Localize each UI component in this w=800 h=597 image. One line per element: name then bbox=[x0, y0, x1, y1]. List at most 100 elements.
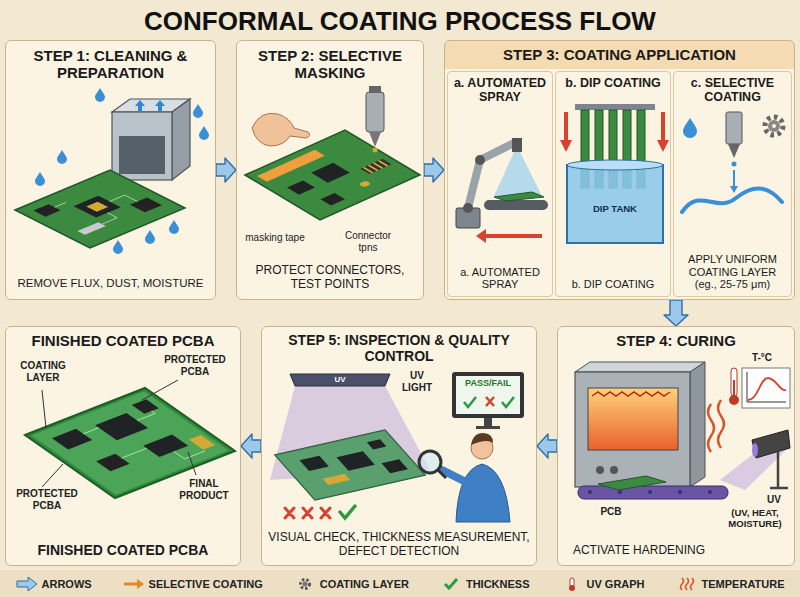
curing-oven bbox=[588, 388, 678, 450]
label-anchor: PROTECTED PCBA bbox=[10, 488, 84, 511]
curing-oven bbox=[592, 392, 670, 396]
inspection-illustration bbox=[290, 374, 390, 386]
cleaning-illustration bbox=[86, 202, 108, 212]
curing-oven bbox=[610, 466, 618, 474]
masking-illustration bbox=[369, 132, 381, 147]
process-step: STEP 5: INSPECTION & QUALITY CONTROLVISU… bbox=[261, 326, 537, 566]
panel-fill bbox=[0, 570, 800, 597]
step-caption: PROTECT CONNECTORS, TEST POINTS bbox=[243, 264, 417, 292]
dip-illustration bbox=[566, 112, 663, 142]
spray-illustration bbox=[456, 138, 548, 243]
curing-oven bbox=[588, 490, 712, 494]
legend-sample bbox=[302, 581, 307, 586]
finished-board bbox=[96, 454, 130, 472]
part-label: UV LIGHT bbox=[394, 370, 440, 393]
inspection-illustration bbox=[275, 430, 425, 500]
label-anchor: PCB bbox=[594, 506, 628, 518]
curing-oven bbox=[575, 362, 705, 372]
legend-sample bbox=[124, 582, 138, 585]
inspection-illustration bbox=[438, 470, 446, 478]
masking-illustration bbox=[373, 148, 378, 153]
cleaning-illustration bbox=[35, 88, 209, 254]
legend-sample bbox=[445, 579, 457, 588]
legend-sample bbox=[561, 577, 583, 591]
inspection-illustration bbox=[270, 372, 524, 522]
legend-sample bbox=[300, 579, 309, 588]
curing-oven bbox=[729, 395, 739, 405]
step-caption: ACTIVATE HARDENING bbox=[564, 544, 714, 558]
legend-text: TEMPERATURE bbox=[702, 578, 785, 590]
inspection-illustration bbox=[452, 372, 524, 418]
cleaning-illustration bbox=[112, 112, 172, 180]
curing-oven bbox=[770, 452, 788, 488]
selective-illustration bbox=[682, 112, 783, 212]
inspection-illustration bbox=[275, 430, 425, 500]
inspection-illustration bbox=[275, 430, 425, 500]
panel-fill bbox=[0, 40, 800, 597]
part-label: (UV, HEAT, MOISTURE) bbox=[718, 508, 792, 530]
selective-illustration bbox=[728, 144, 740, 158]
flow-arrow bbox=[664, 300, 688, 326]
label-anchor: masking tape bbox=[243, 232, 307, 244]
masking-illustration bbox=[358, 180, 372, 187]
masking-illustration bbox=[311, 163, 350, 183]
inspection-illustration bbox=[382, 459, 408, 473]
inspection-illustration bbox=[419, 451, 441, 473]
selective-illustration bbox=[682, 188, 782, 212]
part-label: FINAL PRODUCT bbox=[170, 478, 238, 501]
step-heading: c. SELECTIVE COATING bbox=[677, 76, 788, 105]
masking-illustration bbox=[257, 150, 325, 182]
masking-illustration bbox=[364, 161, 388, 173]
curing-oven bbox=[596, 466, 604, 474]
part-label: PROTECTED PCBA bbox=[10, 488, 84, 511]
curing-oven bbox=[708, 490, 712, 494]
process-step: STEP 2: SELECTIVE MASKING PROTECT CONNECT… bbox=[236, 40, 424, 300]
cleaning-illustration bbox=[199, 126, 209, 140]
inspection-illustration bbox=[476, 426, 500, 429]
panel-fill bbox=[444, 40, 795, 300]
label-anchor: FINAL PRODUCT bbox=[170, 478, 238, 501]
legend-text: THICKNESS bbox=[466, 578, 530, 590]
cleaning-illustration bbox=[119, 136, 165, 174]
spray-illustration bbox=[494, 152, 542, 196]
masking-illustration bbox=[361, 159, 392, 174]
inspection-illustration bbox=[464, 397, 476, 407]
part-label: UV bbox=[328, 375, 352, 384]
curing-oven bbox=[690, 362, 705, 487]
curing-oven bbox=[575, 362, 790, 499]
masking-illustration bbox=[321, 193, 346, 206]
legend-sample bbox=[123, 577, 145, 591]
part-label: Connector tpns bbox=[338, 230, 398, 253]
part-label: PROTECTED PCBA bbox=[158, 354, 232, 377]
spray-illustration bbox=[484, 234, 542, 238]
inspection-illustration bbox=[484, 418, 492, 426]
step-heading: a. AUTOMATED SPRAY bbox=[451, 76, 549, 105]
spray-illustration bbox=[476, 229, 486, 243]
label-anchor: DIP TANK bbox=[588, 204, 642, 215]
flow-arrow bbox=[241, 434, 261, 458]
masking-illustration bbox=[252, 113, 310, 146]
method-column: c. SELECTIVE COATINGAPPLY UNIFORM COATIN… bbox=[673, 71, 792, 297]
selective-illustration bbox=[683, 118, 697, 138]
dip-illustration bbox=[567, 160, 663, 170]
step-caption: b. DIP COATING bbox=[559, 278, 667, 291]
label-anchor: Connector tpns bbox=[338, 230, 398, 253]
curing-oven bbox=[578, 486, 728, 499]
inspection-illustration bbox=[471, 433, 493, 445]
finished-board bbox=[132, 399, 159, 413]
cleaning-illustration bbox=[15, 170, 185, 248]
cleaning-illustration bbox=[135, 100, 145, 111]
curing-oven bbox=[748, 378, 786, 400]
legend-sample bbox=[16, 577, 38, 591]
step-heading: STEP 2: SELECTIVE MASKING bbox=[243, 47, 417, 82]
cleaning-illustration bbox=[172, 99, 190, 180]
finished-board bbox=[95, 413, 148, 440]
panel-fill bbox=[557, 326, 795, 566]
cleaning-illustration bbox=[35, 172, 45, 186]
masking-illustration bbox=[287, 180, 315, 194]
part-label: UV bbox=[760, 494, 788, 506]
label-anchor: UV LIGHT bbox=[394, 370, 440, 393]
diagram-title: CONFORMAL COATING PROCESS FLOW bbox=[0, 0, 800, 36]
